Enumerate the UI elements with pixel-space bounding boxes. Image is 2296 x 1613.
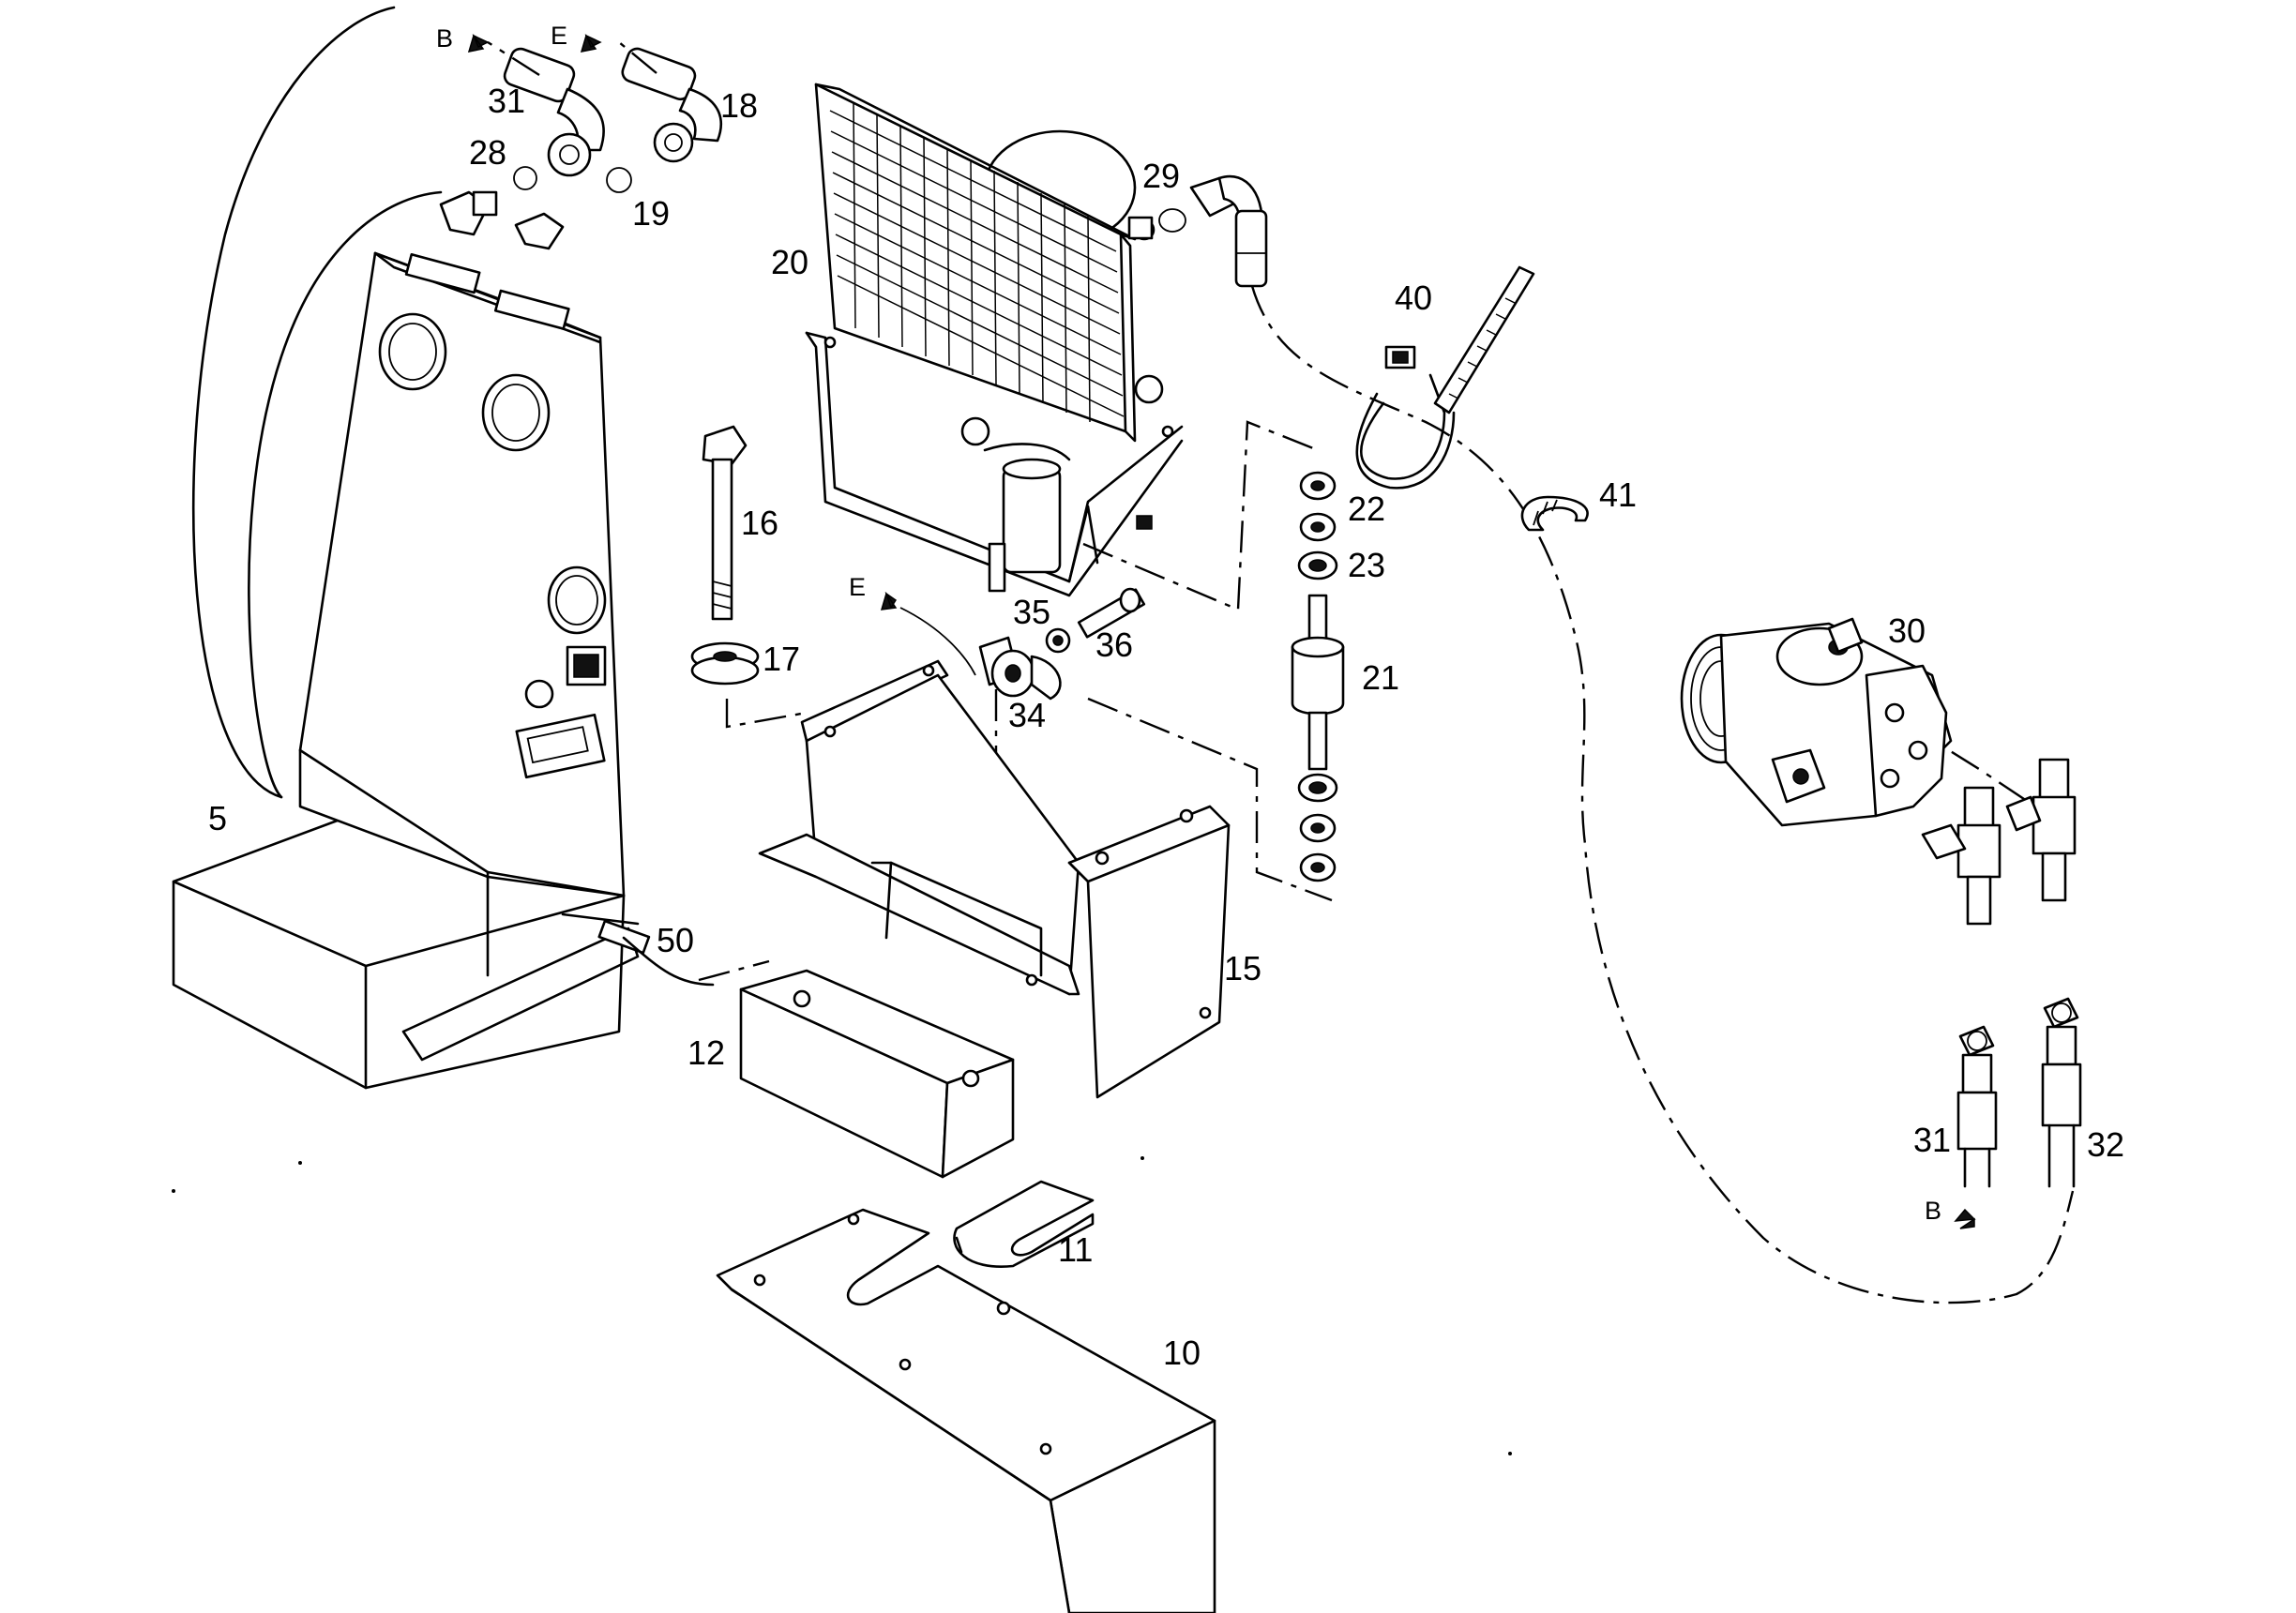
arrow-e-mid (880, 592, 898, 611)
callout-34: 34 (1008, 696, 1046, 734)
speck (172, 1189, 175, 1193)
arrow-label-e-top: E (551, 22, 567, 50)
callout-16: 16 (741, 504, 778, 542)
callout-22: 22 (1348, 490, 1385, 528)
callout-12: 12 (687, 1033, 725, 1072)
callout-10: 10 (1163, 1334, 1201, 1372)
part-29-elbow-fitting (1158, 174, 1268, 288)
part-11-shim (953, 1180, 1095, 1268)
speck (1508, 1452, 1512, 1455)
part-35-screw (1077, 587, 1146, 639)
callout-35: 35 (1013, 593, 1050, 631)
arrow-b-bottom (1954, 1208, 1976, 1229)
part-10-cover (716, 1208, 1216, 1613)
part-20-condenser (805, 83, 1184, 597)
arrow-b-top (467, 34, 490, 53)
compressor-fittings (1921, 758, 2077, 926)
callout-21: 21 (1362, 658, 1399, 697)
part-34-clamp (978, 636, 1062, 701)
callout-23: 23 (1348, 546, 1385, 584)
callout-15: 15 (1224, 949, 1261, 987)
part-12-block (739, 969, 1015, 1179)
callout-32: 32 (2087, 1125, 2124, 1164)
part-36-nut (1045, 627, 1071, 654)
flow-arrows (467, 34, 1976, 1229)
part-41-clip (1520, 495, 1589, 532)
callout-18: 18 (720, 86, 758, 125)
callout-28: 28 (469, 133, 506, 172)
callout-31-bottom: 31 (1913, 1121, 1951, 1159)
callout-17: 17 (763, 640, 800, 678)
top-fittings (439, 40, 723, 250)
callout-20: 20 (771, 243, 808, 281)
speck (1140, 1156, 1144, 1160)
part-15-bracket (758, 659, 1231, 1099)
arrow-label-e-mid: E (849, 573, 866, 601)
arrow-label-b-bottom: B (1925, 1197, 1941, 1225)
callout-29: 29 (1142, 157, 1180, 195)
bottom-hoses (1956, 997, 2082, 1188)
callout-30: 30 (1888, 611, 1926, 650)
grille-pattern (829, 102, 1125, 423)
callout-11: 11 (1058, 1230, 1093, 1269)
arrow-e-top (580, 34, 602, 53)
callout-31-top: 31 (488, 82, 525, 120)
part-40-tie-strap (1355, 265, 1535, 490)
arrow-label-b-top: B (436, 24, 453, 53)
callout-19: 19 (632, 194, 670, 233)
callout-36: 36 (1095, 626, 1133, 664)
callout-5: 5 (208, 799, 227, 837)
part-21-mount-stack (1291, 471, 1345, 882)
part-30-compressor (1680, 617, 1953, 827)
part-16-bolt (702, 425, 748, 621)
callout-labels: 5 10 11 12 15 16 17 18 19 20 21 22 23 28… (208, 22, 2124, 1372)
callout-40: 40 (1395, 279, 1432, 317)
speck (298, 1161, 302, 1165)
part-17-washer (690, 641, 760, 686)
callout-50: 50 (657, 921, 694, 959)
part-5-console (172, 6, 715, 1090)
callout-41: 41 (1599, 475, 1637, 514)
